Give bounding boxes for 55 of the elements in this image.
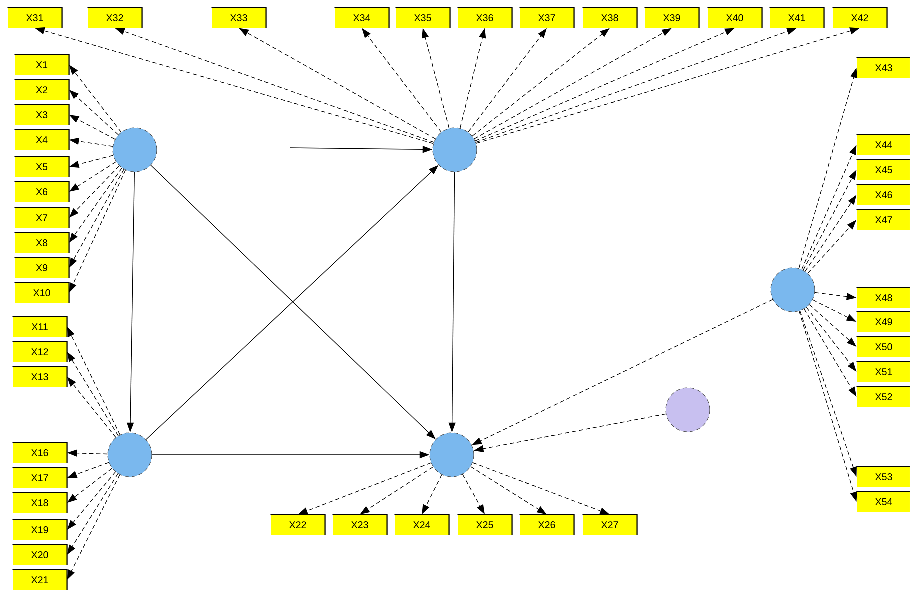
indicator-box: X48 — [856, 287, 910, 308]
indicator-box: X23 — [332, 514, 388, 536]
indicator-box: X25 — [458, 514, 513, 536]
indicator-box: X47 — [856, 209, 910, 230]
indicator-box: X54 — [856, 491, 910, 512]
indicator-box: X1 — [14, 54, 70, 76]
indicator-box: X34 — [334, 7, 390, 28]
indicator-box: X21 — [12, 569, 68, 590]
construct-circle — [666, 388, 710, 432]
indicator-box: X2 — [14, 79, 70, 100]
indicator-box: X39 — [644, 7, 700, 28]
indicator-box: X3 — [14, 104, 70, 126]
indicator-box: X52 — [856, 386, 910, 408]
construct-circle — [108, 432, 152, 478]
indicator-box: X26 — [520, 514, 575, 536]
indicator-box: X27 — [582, 514, 638, 536]
indicator-box: X8 — [14, 232, 70, 254]
construct-circle — [112, 128, 158, 172]
indicator-box: X11 — [12, 316, 68, 338]
indicator-box: X42 — [832, 7, 888, 28]
indicator-box: X37 — [520, 7, 575, 28]
indicator-box: X36 — [458, 7, 513, 28]
indicator-box: X49 — [856, 311, 910, 332]
indicator-box: X7 — [14, 207, 70, 228]
indicator-box: X12 — [12, 341, 68, 362]
indicator-box: X46 — [856, 184, 910, 206]
indicator-box: X43 — [856, 57, 910, 78]
indicator-box: X5 — [14, 156, 70, 178]
indicator-box: X18 — [12, 492, 68, 514]
indicator-box: X40 — [708, 7, 763, 28]
indicator-box: X50 — [856, 336, 910, 358]
indicator-box: X13 — [12, 366, 68, 388]
indicator-box: X4 — [14, 129, 70, 150]
indicator-box: X41 — [770, 7, 825, 28]
indicator-box: X44 — [856, 134, 910, 156]
construct-circle — [770, 268, 816, 312]
indicator-box: X38 — [582, 7, 638, 28]
indicator-box: X6 — [14, 181, 70, 202]
construct-circle — [430, 432, 474, 478]
indicator-box: X45 — [856, 159, 910, 180]
indicator-box: X35 — [396, 7, 451, 28]
indicator-box: X20 — [12, 544, 68, 566]
indicator-box: X32 — [88, 7, 143, 28]
indicator-box: X16 — [12, 442, 68, 464]
indicator-box: X33 — [212, 7, 267, 28]
indicator-box: X19 — [12, 519, 68, 540]
indicator-box: X22 — [270, 514, 326, 536]
indicator-box: X24 — [394, 514, 450, 536]
indicator-box: X53 — [856, 466, 910, 488]
indicator-box: X17 — [12, 467, 68, 488]
construct-circle — [432, 128, 478, 172]
indicator-box: X31 — [8, 7, 63, 28]
indicator-box: X10 — [14, 282, 70, 304]
indicator-box: X51 — [856, 361, 910, 382]
indicator-box: X9 — [14, 257, 70, 278]
